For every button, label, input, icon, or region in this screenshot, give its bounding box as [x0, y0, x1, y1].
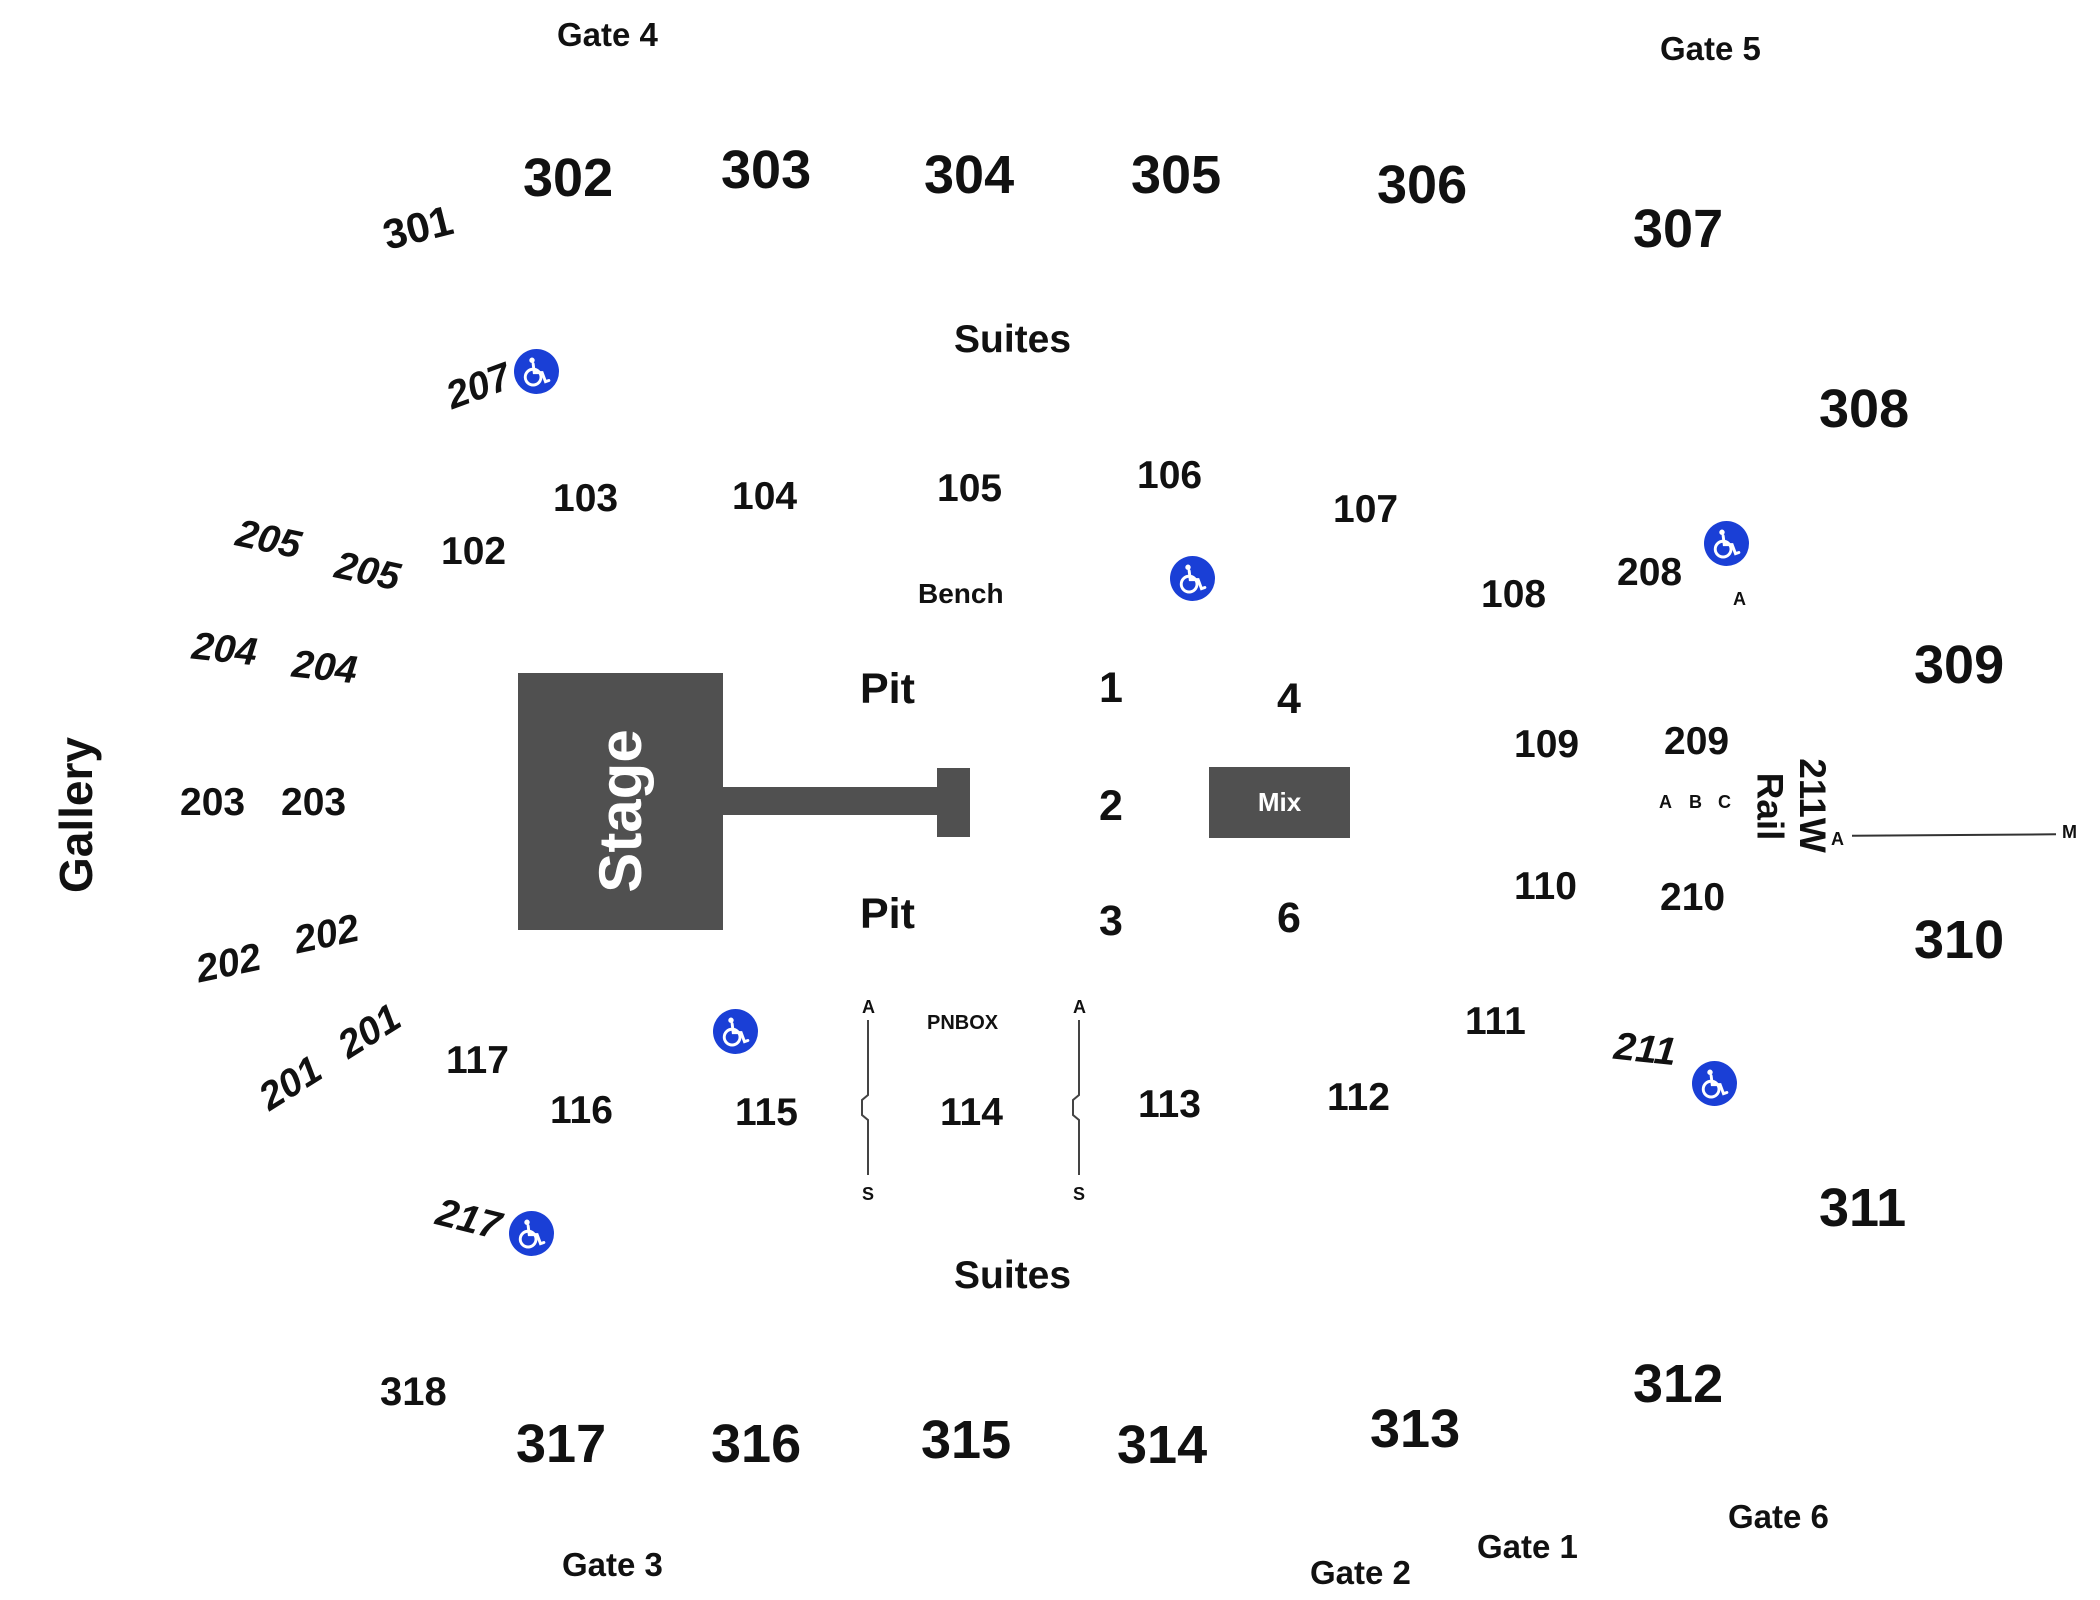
section-103[interactable]: 103: [553, 477, 619, 520]
section-307[interactable]: 307: [1633, 199, 1724, 259]
row-a-208: A: [1733, 589, 1746, 609]
section-309[interactable]: 309: [1914, 635, 2005, 695]
rail-line: [1851, 833, 2057, 837]
section-302[interactable]: 302: [523, 148, 614, 208]
wheelchair-icon: [509, 1211, 554, 1256]
row-c-209: C: [1718, 792, 1731, 812]
section-201-inner[interactable]: 201: [330, 996, 409, 1067]
floor-1[interactable]: 1: [1099, 664, 1123, 712]
section-209[interactable]: 209: [1664, 720, 1730, 763]
section-203-outer[interactable]: 203: [180, 781, 246, 824]
gate-5: Gate 5: [1660, 30, 1761, 67]
section-115[interactable]: 115: [735, 1091, 798, 1134]
section-104[interactable]: 104: [732, 475, 798, 518]
gate-6: Gate 6: [1728, 1498, 1829, 1535]
section-105[interactable]: 105: [937, 467, 1003, 510]
section-109[interactable]: 109: [1514, 723, 1580, 766]
pit-top[interactable]: Pit: [860, 665, 915, 713]
floor-2[interactable]: 2: [1099, 782, 1123, 830]
section-318[interactable]: 318: [380, 1370, 447, 1414]
floor-3[interactable]: 3: [1099, 897, 1123, 945]
gate-3: Gate 3: [562, 1546, 663, 1583]
section-210[interactable]: 210: [1660, 876, 1726, 919]
suites-bottom: Suites: [954, 1254, 1072, 1297]
section-110[interactable]: 110: [1514, 865, 1577, 908]
wheelchair-icon: [1170, 556, 1215, 601]
rail-row-a: A: [1831, 829, 1844, 849]
section-217[interactable]: 217: [431, 1190, 506, 1249]
section-113[interactable]: 113: [1138, 1083, 1201, 1126]
stage-runway: [723, 787, 940, 815]
pit-bottom[interactable]: Pit: [860, 890, 915, 938]
wheelchair-icon: [1704, 521, 1749, 566]
rail-label: Rail: [1749, 772, 1791, 841]
mix-label: Mix: [1257, 787, 1302, 817]
bench-label: Bench: [918, 578, 1004, 609]
floor-4[interactable]: 4: [1277, 675, 1301, 723]
section-313[interactable]: 313: [1370, 1399, 1461, 1459]
section-112[interactable]: 112: [1327, 1076, 1390, 1119]
section-107[interactable]: 107: [1333, 488, 1399, 531]
row-s-left: S: [862, 1184, 875, 1204]
section-211[interactable]: 211: [1611, 1024, 1679, 1075]
section-106[interactable]: 106: [1137, 454, 1203, 497]
section-204-outer[interactable]: 204: [189, 624, 260, 675]
wheelchair-icon: [713, 1009, 758, 1054]
section-202-inner[interactable]: 202: [290, 906, 363, 963]
suites-top: Suites: [954, 318, 1072, 361]
rail-row-m: M: [2062, 822, 2077, 842]
section-102[interactable]: 102: [441, 530, 507, 573]
section-316[interactable]: 316: [711, 1414, 802, 1474]
section-311[interactable]: 311: [1819, 1178, 1907, 1238]
stage-label: Stage: [587, 729, 654, 893]
stage: [518, 673, 723, 930]
section-111[interactable]: 111: [1465, 1000, 1526, 1043]
gate-2: Gate 2: [1310, 1554, 1411, 1591]
section-205-inner[interactable]: 205: [331, 543, 404, 600]
section-201-outer[interactable]: 201: [251, 1048, 330, 1119]
section-310[interactable]: 310: [1914, 910, 2005, 970]
section-207[interactable]: 207: [440, 355, 517, 418]
row-a-209: A: [1659, 792, 1672, 812]
section-305[interactable]: 305: [1131, 145, 1222, 205]
section-315[interactable]: 315: [921, 1410, 1012, 1470]
row-b-209: B: [1689, 792, 1702, 812]
section-203-inner[interactable]: 203: [281, 781, 347, 824]
section-117[interactable]: 117: [446, 1039, 509, 1082]
wheelchair-icon: [1692, 1061, 1737, 1106]
section-202-outer[interactable]: 202: [192, 935, 265, 992]
section-306[interactable]: 306: [1377, 155, 1468, 215]
section-314[interactable]: 314: [1117, 1415, 1208, 1475]
row-a-right: A: [1073, 997, 1086, 1017]
gate-1: Gate 1: [1477, 1528, 1578, 1565]
section-114[interactable]: 114: [940, 1091, 1003, 1134]
section-303[interactable]: 303: [721, 140, 812, 200]
runway-end: [937, 768, 970, 837]
section-205-outer[interactable]: 205: [232, 511, 305, 568]
section-308[interactable]: 308: [1819, 379, 1910, 439]
mix-position: [1209, 767, 1350, 838]
section-312[interactable]: 312: [1633, 1354, 1724, 1414]
row-a-left: A: [862, 997, 875, 1017]
gate-4: Gate 4: [557, 16, 658, 53]
floor-6[interactable]: 6: [1277, 894, 1301, 942]
section-317[interactable]: 317: [516, 1414, 607, 1474]
wheelchair-icon: [514, 349, 559, 394]
pnbox-label[interactable]: PNBOX: [927, 1012, 999, 1034]
section-301[interactable]: 301: [378, 196, 458, 259]
section-204-inner[interactable]: 204: [289, 642, 360, 693]
section-211w[interactable]: 211W: [1791, 758, 1833, 853]
row-s-right: S: [1073, 1184, 1086, 1204]
section-208[interactable]: 208: [1617, 551, 1683, 594]
gallery-label: Gallery: [50, 737, 102, 893]
section-304[interactable]: 304: [924, 145, 1015, 205]
section-108[interactable]: 108: [1481, 573, 1547, 616]
section-116[interactable]: 116: [550, 1089, 613, 1132]
